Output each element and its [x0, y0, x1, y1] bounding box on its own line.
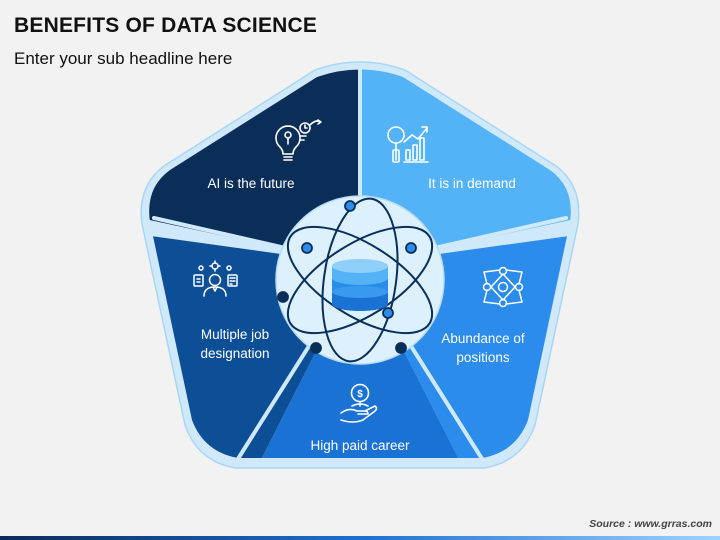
- page-subtitle: Enter your sub headline here: [14, 49, 233, 68]
- bottom-accent-bar: [0, 536, 720, 540]
- segment-label-demand: It is in demand: [428, 176, 516, 191]
- segment-label-positions: Abundance of positions: [441, 331, 525, 365]
- segment-label-career: High paid career: [310, 438, 410, 453]
- segment-label-ai: AI is the future: [207, 176, 295, 191]
- person-multiple-roles-icon: [193, 260, 238, 297]
- search-growth-chart-icon: [387, 126, 429, 163]
- network-nodes-icon: [482, 266, 524, 308]
- money-hand-icon: $: [340, 383, 378, 423]
- atom-database-icon: [277, 197, 434, 363]
- svg-text:$: $: [357, 389, 363, 400]
- segment-label-jobs: Multiple job designation: [200, 327, 270, 361]
- source-note: Source : www.grras.com: [589, 518, 712, 530]
- ai-brain-lightbulb-icon: [275, 119, 322, 161]
- page-title: BENEFITS OF DATA SCIENCE: [14, 14, 318, 37]
